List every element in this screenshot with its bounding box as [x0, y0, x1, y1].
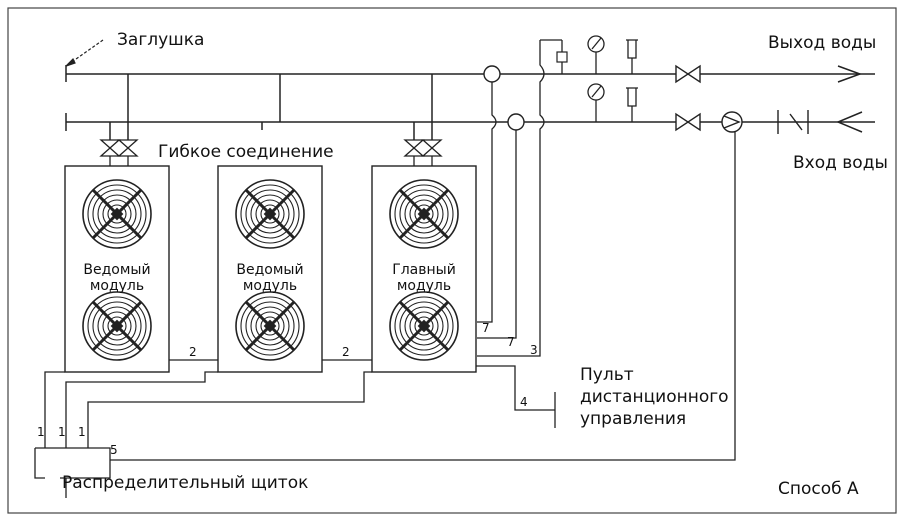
wire-number: 3: [530, 343, 538, 357]
module-type-label: Ведомый: [236, 262, 303, 278]
thermometer-icon: [626, 39, 638, 74]
wire-number: 2: [342, 345, 350, 359]
wire-number: 7: [507, 335, 515, 349]
fan-icon: [389, 291, 459, 361]
thermostat-icon: [556, 51, 568, 63]
module-type-label: Главный: [392, 262, 456, 278]
thermometer-icon: [626, 87, 638, 122]
pump-supply-cable: [110, 132, 736, 461]
fan-icon: [235, 291, 305, 361]
branch-pipes: [109, 74, 433, 140]
fan-icon: [82, 179, 152, 249]
module-type-label: Ведомый: [83, 262, 150, 278]
wire-number: 1: [78, 425, 86, 439]
fan-group: [82, 179, 459, 361]
plug-label: Заглушка: [117, 30, 204, 50]
plug-leader: [65, 39, 104, 67]
control-cables: [34, 359, 556, 498]
module-word-label: модуль: [243, 278, 297, 294]
flow-sensor-icon: [483, 65, 501, 83]
wire-number: 4: [520, 395, 528, 409]
inflow-arrow-icon: [836, 111, 863, 133]
remote-control-label: дистанционного: [580, 387, 729, 407]
flexible-joint-icon: [403, 139, 425, 157]
method-label: Способ А: [778, 479, 859, 499]
switchboard-label: Распределительный щиток: [62, 473, 308, 493]
flexible-joint-label: Гибкое соединение: [158, 142, 334, 162]
fan-icon: [235, 179, 305, 249]
gate-valve-icon: [675, 112, 701, 132]
flow-sensor-icon: [507, 113, 525, 131]
wire-number: 5: [110, 443, 118, 457]
wire-number: 7: [482, 321, 490, 335]
wire-number: 2: [189, 345, 197, 359]
outflow-arrow-icon: [837, 65, 863, 83]
remote-control-label: Пульт: [580, 365, 634, 385]
module-word-label: модуль: [397, 278, 451, 294]
water-pump-icon: [721, 111, 743, 133]
flexible-joint-icon: [99, 139, 121, 157]
water-inlet-label: Вход воды: [793, 153, 888, 173]
gate-valve-icon: [675, 64, 701, 84]
flexible-joint-icon: [117, 139, 139, 157]
wire-number: 1: [37, 425, 45, 439]
fan-icon: [82, 291, 152, 361]
water-outlet-label: Выход воды: [768, 33, 876, 53]
sensor-cables: [477, 39, 563, 357]
pressure-gauge-icon: [587, 35, 605, 74]
fan-icon: [389, 179, 459, 249]
remote-control-label: управления: [580, 409, 686, 429]
check-valve-icon: [777, 110, 809, 134]
flexible-joint-icon: [421, 139, 443, 157]
module-word-label: модуль: [90, 278, 144, 294]
pressure-gauge-icon: [587, 83, 605, 122]
supply-pipe: [65, 65, 875, 82]
diagram-frame: [7, 7, 897, 514]
wire-number: 1: [58, 425, 66, 439]
return-pipe: [65, 113, 875, 131]
